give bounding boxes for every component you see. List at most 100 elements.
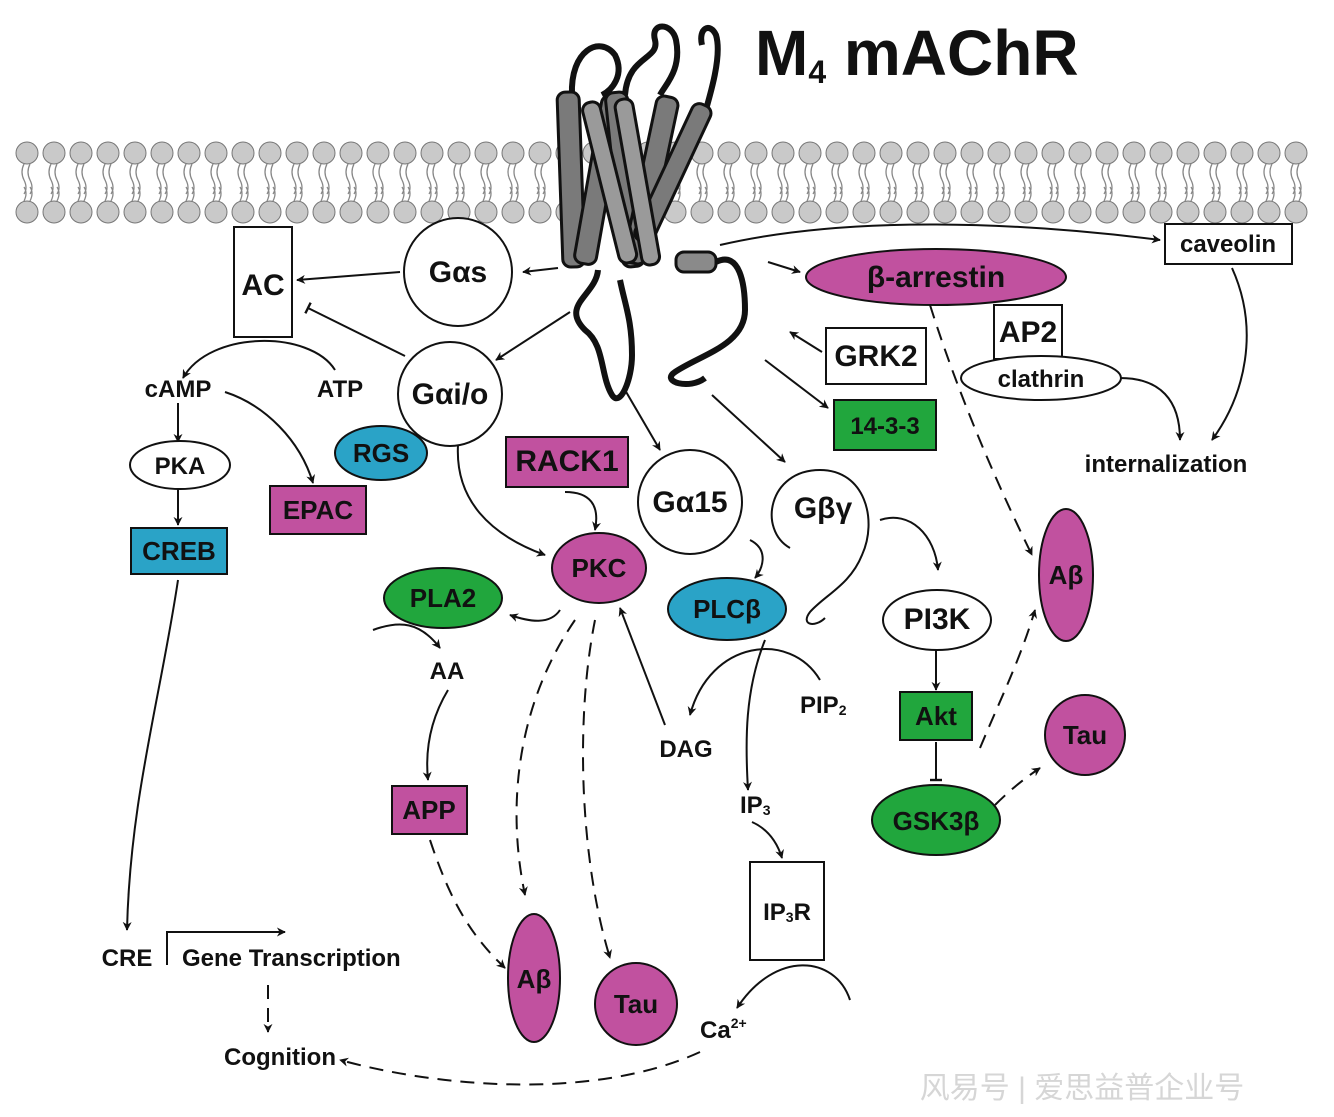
lipid-head — [744, 200, 768, 224]
lipid-head — [1230, 200, 1254, 224]
grk2-label: GRK2 — [834, 340, 917, 373]
lipid-head — [1068, 141, 1092, 165]
lipid-head — [987, 141, 1011, 165]
lipid-head — [744, 141, 768, 165]
lipid-head — [366, 141, 390, 165]
tau-left-label: Tau — [614, 989, 658, 1019]
dashed-arrows — [263, 304, 1041, 1086]
lipid-head — [690, 200, 714, 224]
pla2-label: PLA2 — [410, 583, 476, 613]
gsk3b-label: GSK3β — [893, 806, 980, 836]
extracellular-loop — [697, 25, 721, 131]
calcium-label: Ca2+ — [700, 1015, 747, 1044]
internalization-label: internalization — [1085, 451, 1248, 478]
gene-transcription-label: Gene Transcription — [182, 945, 401, 972]
lipid-head — [204, 200, 228, 224]
cre-label: CRE — [102, 945, 153, 972]
lipid-head — [69, 200, 93, 224]
app-box — [391, 785, 468, 835]
pka-label: PKA — [155, 453, 206, 480]
lipid-head — [771, 141, 795, 165]
lipid-head — [501, 200, 525, 224]
fourteen-three-three-box — [833, 399, 937, 451]
lipid-head — [1257, 200, 1281, 224]
ap2-label: AP2 — [999, 316, 1057, 349]
rgs-label: RGS — [353, 438, 409, 468]
ga15-circle — [637, 449, 743, 555]
gsk3b-ellipse — [871, 784, 1001, 856]
lipid-head — [150, 141, 174, 165]
ip3r-label: IP3R — [763, 899, 811, 926]
lipid-head — [717, 141, 741, 165]
abeta-right-label: Aβ — [1049, 560, 1084, 590]
lipid-head — [177, 141, 201, 165]
lipid-head — [1122, 200, 1146, 224]
pip2-label: PIP2 — [800, 692, 847, 719]
lipid-head — [528, 141, 552, 165]
lipid-head — [906, 200, 930, 224]
ip3r-box — [749, 861, 825, 961]
lipid-head — [501, 141, 525, 165]
lipid-head — [528, 200, 552, 224]
gbg-shape — [770, 468, 870, 625]
lipid-head — [1176, 141, 1200, 165]
clathrin-ellipse — [960, 355, 1122, 401]
barrestin-label: β-arrestin — [867, 261, 1005, 294]
lipid-head — [798, 200, 822, 224]
dag-label: DAG — [659, 736, 712, 763]
lipid-head — [96, 200, 120, 224]
atp-label: ATP — [317, 376, 363, 403]
lipid-head — [285, 141, 309, 165]
lipid-head — [1149, 141, 1173, 165]
lipid-head — [1095, 141, 1119, 165]
ac-label: AC — [241, 269, 284, 302]
lipid-head — [1149, 200, 1173, 224]
lipid-head — [393, 141, 417, 165]
lipid-head — [771, 200, 795, 224]
tau-left-circle — [594, 962, 678, 1046]
lipid-head — [96, 141, 120, 165]
lipid-head — [69, 141, 93, 165]
lipid-head — [1068, 200, 1092, 224]
lipid-head — [420, 141, 444, 165]
lipid-head — [960, 141, 984, 165]
epac-label: EPAC — [283, 495, 354, 525]
lipid-head — [15, 200, 39, 224]
lipid-head — [420, 200, 444, 224]
tau-right-circle — [1044, 694, 1126, 776]
akt-box — [899, 691, 973, 741]
lipid-head — [933, 141, 957, 165]
lipid-head — [339, 141, 363, 165]
lipid-head — [879, 200, 903, 224]
lipid-head — [906, 141, 930, 165]
plcb-label: PLCβ — [693, 594, 761, 624]
gas-label: Gαs — [429, 256, 487, 289]
lipid-head — [204, 141, 228, 165]
pi3k-ellipse — [882, 589, 992, 651]
lipid-head — [879, 141, 903, 165]
ip3-label: IP3 — [740, 792, 771, 819]
lipid-head — [258, 141, 282, 165]
lipid-head — [717, 200, 741, 224]
lipid-head — [231, 200, 255, 224]
intracellular-loop — [573, 269, 636, 402]
watermark: 风易号 | 爱思益普企业号 — [920, 1072, 1244, 1105]
diagram-title: M4 mAChR — [755, 17, 1079, 90]
lipid-head — [1284, 200, 1308, 224]
aa-label: AA — [430, 658, 465, 685]
ac-box — [233, 226, 293, 338]
lipid-head — [474, 141, 498, 165]
lipid-head — [123, 141, 147, 165]
camp-label: cAMP — [145, 376, 212, 403]
lipid-head — [1122, 141, 1146, 165]
lipid-head — [1014, 200, 1038, 224]
epac-box — [269, 485, 367, 535]
akt-label: Akt — [915, 701, 957, 731]
lipid-head — [366, 200, 390, 224]
lipid-head — [339, 200, 363, 224]
c-terminal-tail — [668, 256, 749, 387]
lipid-head — [393, 200, 417, 224]
lipid-head — [825, 141, 849, 165]
ga15-label: Gα15 — [652, 486, 727, 519]
app-label: APP — [402, 795, 455, 825]
